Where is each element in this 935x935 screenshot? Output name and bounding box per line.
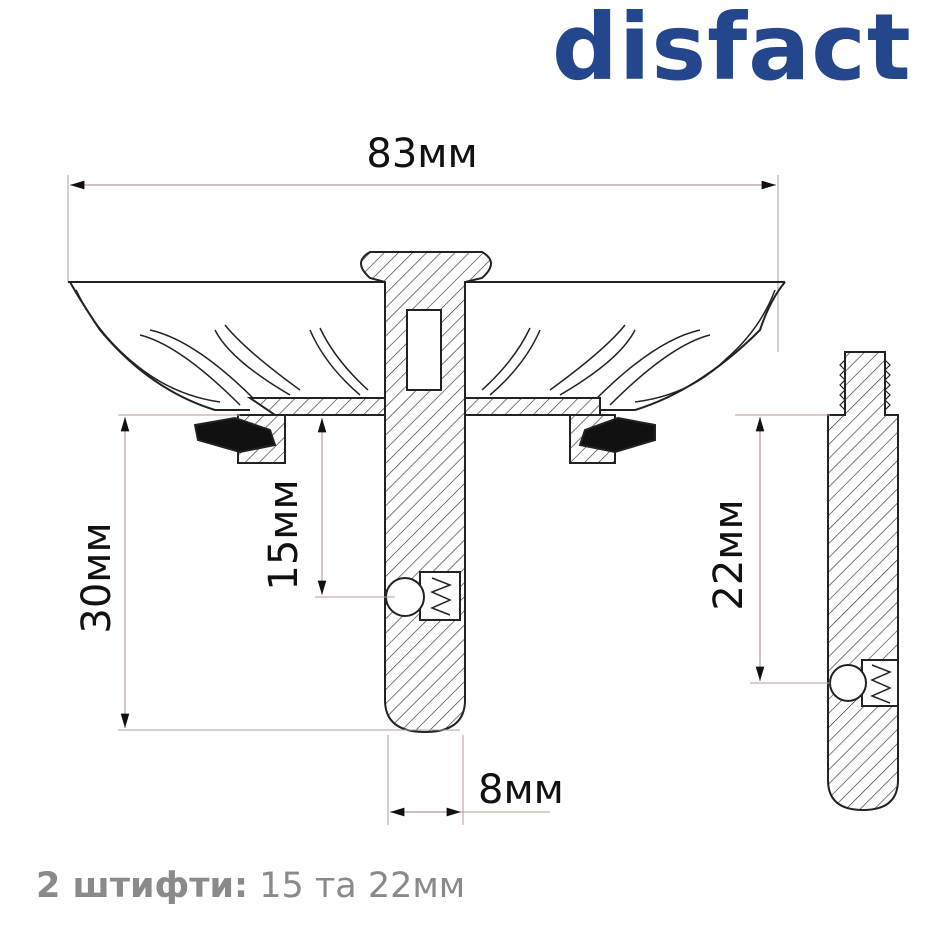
caption-bold: 2 штифти: — [36, 866, 249, 906]
long-pin — [827, 351, 899, 812]
brand-logo: disfact — [552, 0, 912, 101]
short-pin-label: 15мм — [261, 479, 307, 590]
diameter-dimension: 8мм — [387, 735, 564, 825]
width-dimension: 83мм — [67, 131, 779, 352]
total-pin-dimension: 30мм — [74, 414, 460, 731]
total-pin-label: 30мм — [74, 522, 120, 633]
strainer-basket — [68, 281, 786, 464]
width-label: 83мм — [366, 131, 477, 177]
caption: 2 штифти: 15 та 22мм — [36, 866, 465, 906]
center-pin — [360, 251, 492, 734]
diameter-label: 8мм — [478, 767, 564, 813]
caption-regular: 15 та 22мм — [259, 866, 466, 906]
long-pin-label: 22мм — [706, 499, 752, 610]
long-pin-dimension: 22мм — [706, 414, 830, 684]
short-pin-dimension: 15мм — [261, 418, 395, 598]
